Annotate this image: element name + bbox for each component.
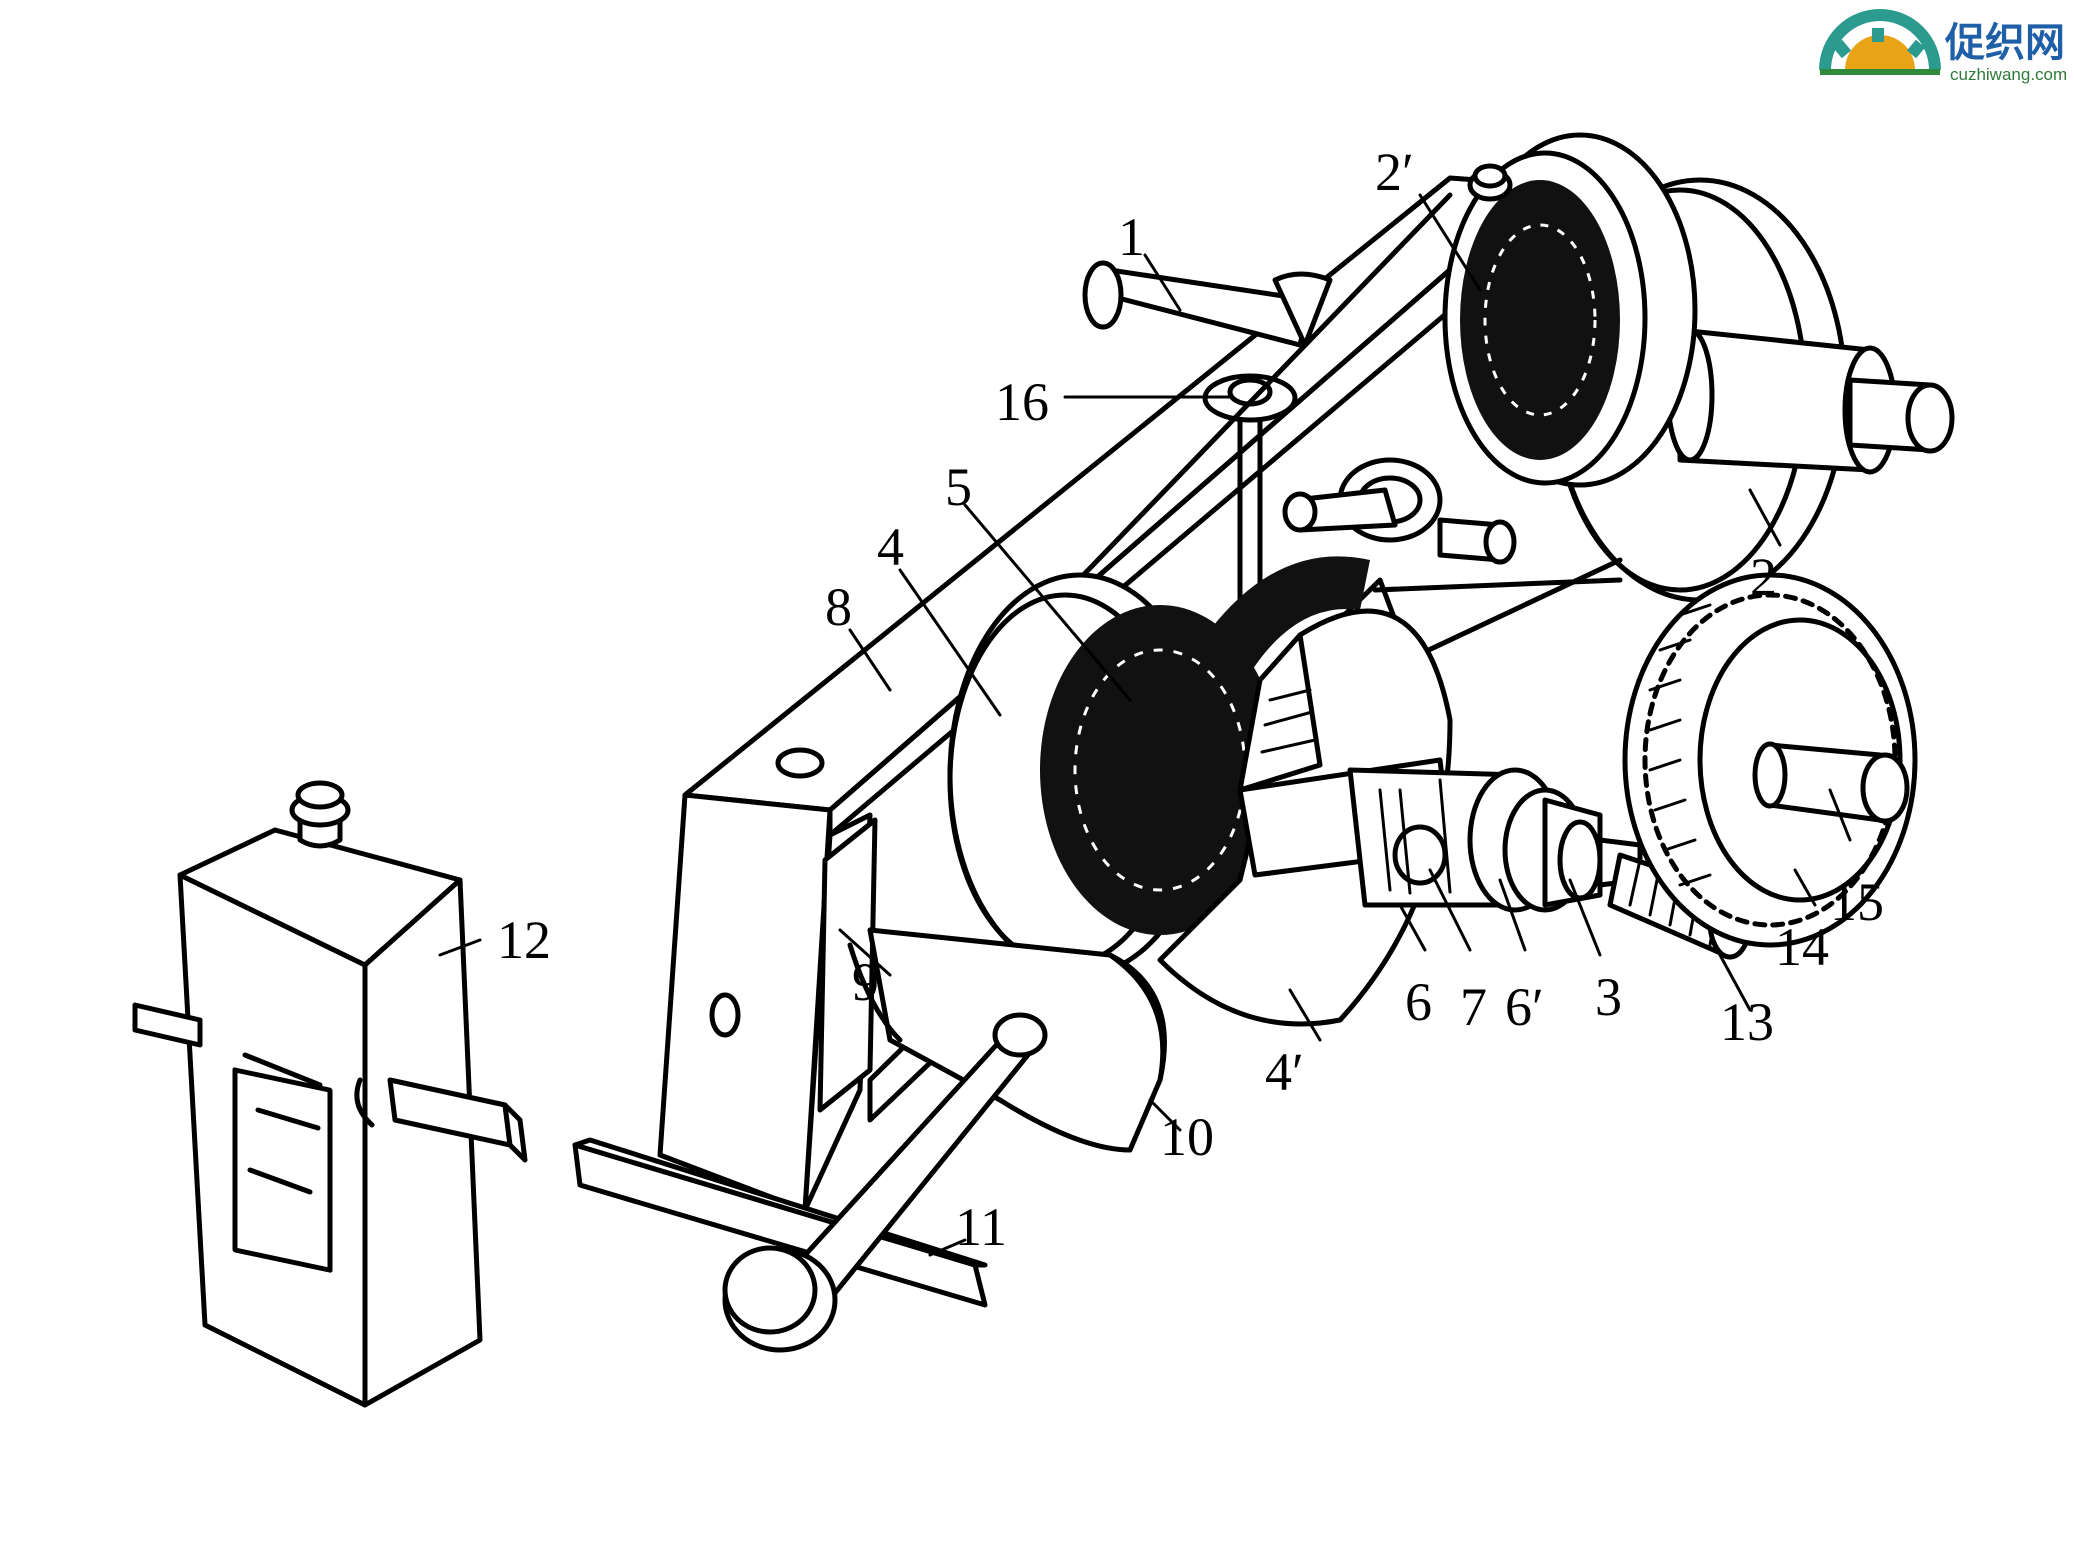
label-3: 3: [1595, 967, 1622, 1027]
label-2: 2: [1750, 547, 1777, 607]
shaft-assembly: [1237, 757, 1643, 913]
label-6p: 6′: [1505, 977, 1544, 1037]
logo-text: 促织网: [1944, 20, 2065, 66]
logo-url: cuzhiwang.com: [1950, 65, 2067, 84]
part-labels: 1 2 2′ 3 4 4′ 5 6 6′ 7 8 9 10 11 12 13 1…: [497, 142, 1884, 1257]
label-4: 4: [877, 517, 904, 577]
label-14: 14: [1775, 917, 1829, 977]
label-13: 13: [1720, 992, 1774, 1052]
label-1: 1: [1118, 207, 1145, 267]
label-7: 7: [1460, 977, 1487, 1037]
label-9: 9: [852, 952, 879, 1012]
part-5-sprocket: [1040, 556, 1370, 935]
leader-lines: [438, 193, 1852, 1257]
part-15-shaft: [1752, 741, 1910, 824]
part-11-handle: [572, 1012, 1048, 1353]
sprocket-upper: [1460, 180, 1620, 460]
site-logo: 促织网 cuzhiwang.com: [1819, 9, 2067, 84]
part-1-shaft: [1082, 260, 1333, 348]
label-11: 11: [955, 1197, 1007, 1257]
label-10: 10: [1160, 1107, 1214, 1167]
label-6: 6: [1405, 972, 1432, 1032]
part-12-block: [132, 780, 528, 1408]
part-2p-chain-upper: [1442, 132, 1698, 488]
idler-pulley: [1282, 457, 1517, 565]
label-5: 5: [945, 457, 972, 517]
label-2p: 2′: [1375, 142, 1414, 202]
label-15: 15: [1830, 872, 1884, 932]
gear-icon: [1819, 9, 1941, 75]
label-16: 16: [995, 372, 1049, 432]
label-12: 12: [497, 910, 551, 970]
label-4p: 4′: [1265, 1042, 1304, 1102]
label-8: 8: [825, 577, 852, 637]
